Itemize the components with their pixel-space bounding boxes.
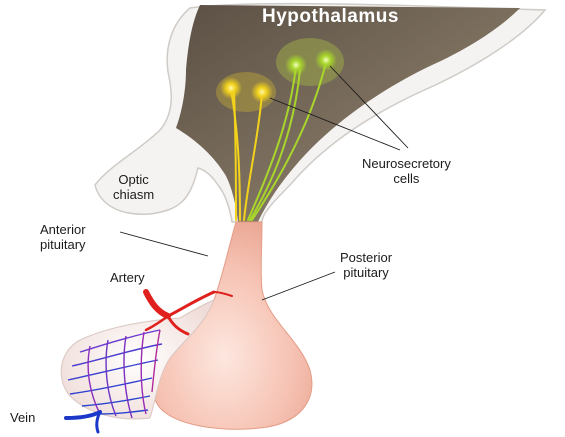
vein-label: Vein (10, 410, 35, 425)
optic-chiasm-line-2: chiasm (113, 187, 154, 202)
vein-vessel (66, 412, 100, 432)
anterior-line-1: Anterior (40, 222, 86, 237)
green-neuron-2 (315, 49, 337, 71)
yellow-neuron-1 (220, 77, 242, 99)
anterior-pituitary-label: Anterior pituitary (40, 222, 86, 252)
posterior-pituitary-label: Posterior pituitary (340, 250, 392, 280)
posterior-line-1: Posterior (340, 250, 392, 265)
posterior-line-2: pituitary (340, 265, 392, 280)
neurosecretory-cells-label: Neurosecretory cells (362, 156, 451, 186)
optic-chiasm-label: Optic chiasm (113, 172, 154, 202)
artery-label: Artery (110, 270, 145, 285)
neurosecretory-line-2: cells (362, 171, 451, 186)
hypothalamus-title: Hypothalamus (262, 6, 399, 28)
optic-chiasm-line-1: Optic (113, 172, 154, 187)
green-neuron-1 (285, 54, 307, 76)
neurosecretory-line-1: Neurosecretory (362, 156, 451, 171)
anterior-line-2: pituitary (40, 237, 86, 252)
yellow-neuron-2 (251, 81, 273, 103)
